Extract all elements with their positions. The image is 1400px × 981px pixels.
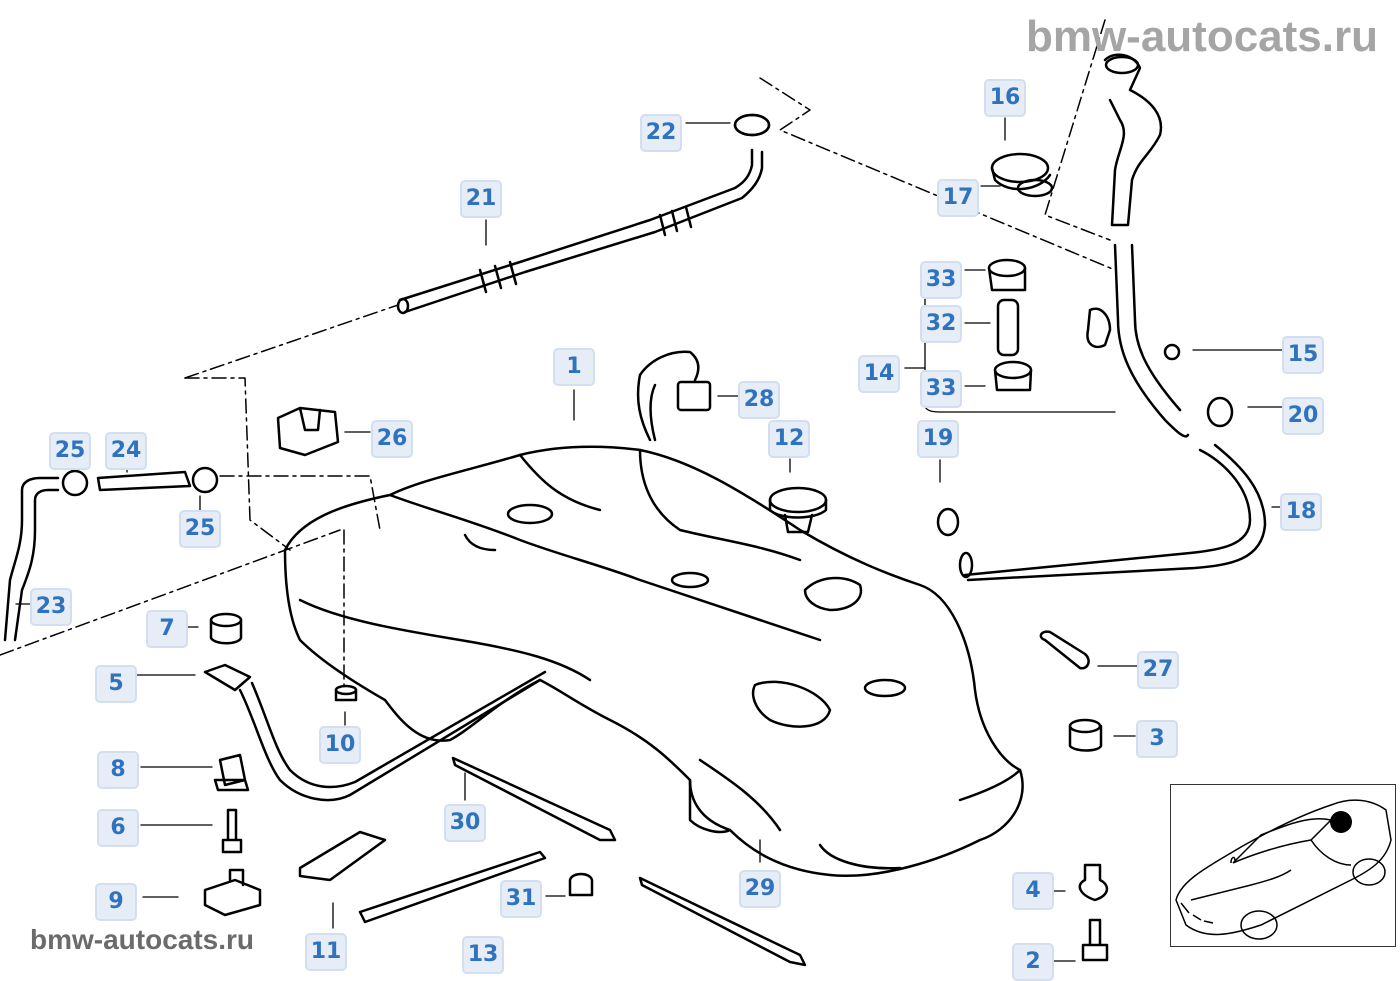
hose-24-drawing [3, 466, 219, 642]
tank-location-marker [1330, 811, 1352, 833]
callout-30[interactable]: 30 [444, 804, 486, 842]
watermark-bottom: bmw-autocats.ru [30, 924, 255, 955]
fuel-tank-drawing [283, 445, 1024, 877]
callout-10[interactable]: 10 [319, 726, 361, 764]
callout-7[interactable]: 7 [146, 610, 188, 648]
callout-18[interactable]: 18 [1280, 493, 1322, 531]
tension-strap-drawing [203, 663, 547, 802]
callout-25-right[interactable]: 25 [179, 510, 221, 548]
callout-28[interactable]: 28 [738, 381, 780, 419]
callout-23[interactable]: 23 [30, 588, 72, 626]
small-parts-drawing [203, 113, 1234, 967]
callout-17[interactable]: 17 [937, 179, 979, 217]
cap-12-drawing [768, 486, 828, 534]
callout-3[interactable]: 3 [1136, 720, 1178, 758]
callout-19[interactable]: 19 [917, 420, 959, 458]
callout-2[interactable]: 2 [1012, 943, 1054, 981]
callout-24[interactable]: 24 [105, 432, 147, 470]
callout-29[interactable]: 29 [739, 870, 781, 908]
callout-22[interactable]: 22 [640, 114, 682, 152]
callout-1[interactable]: 1 [553, 348, 595, 386]
callout-9[interactable]: 9 [95, 883, 137, 921]
callout-21[interactable]: 21 [460, 180, 502, 218]
callout-33-top[interactable]: 33 [920, 261, 962, 299]
callout-15[interactable]: 15 [1282, 336, 1324, 374]
leader-lines [15, 117, 1283, 962]
callout-26[interactable]: 26 [371, 420, 413, 458]
callout-16[interactable]: 16 [984, 79, 1026, 117]
vent-line-drawing [396, 113, 771, 315]
callout-33-bottom[interactable]: 33 [920, 370, 962, 408]
clip-28-drawing [676, 380, 712, 412]
callout-14[interactable]: 14 [858, 355, 900, 393]
callout-13[interactable]: 13 [462, 936, 504, 974]
bracket-drawing [636, 350, 700, 442]
holder-26-drawing [276, 406, 340, 457]
callout-8[interactable]: 8 [97, 751, 139, 789]
callout-25-left[interactable]: 25 [49, 432, 91, 470]
callout-4[interactable]: 4 [1012, 872, 1054, 910]
callout-12[interactable]: 12 [768, 420, 810, 458]
callout-5[interactable]: 5 [95, 665, 137, 703]
car-outline-icon [1175, 799, 1392, 940]
callout-27[interactable]: 27 [1137, 651, 1179, 689]
callout-31[interactable]: 31 [500, 880, 542, 918]
callout-11[interactable]: 11 [305, 933, 347, 971]
car-location-inset [1170, 784, 1396, 947]
callout-6[interactable]: 6 [97, 809, 139, 847]
filler-neck-drawing [958, 53, 1267, 582]
watermark-top: bmw-autocats.ru [1025, 12, 1378, 61]
callout-20[interactable]: 20 [1282, 397, 1324, 435]
callout-32[interactable]: 32 [920, 305, 962, 343]
